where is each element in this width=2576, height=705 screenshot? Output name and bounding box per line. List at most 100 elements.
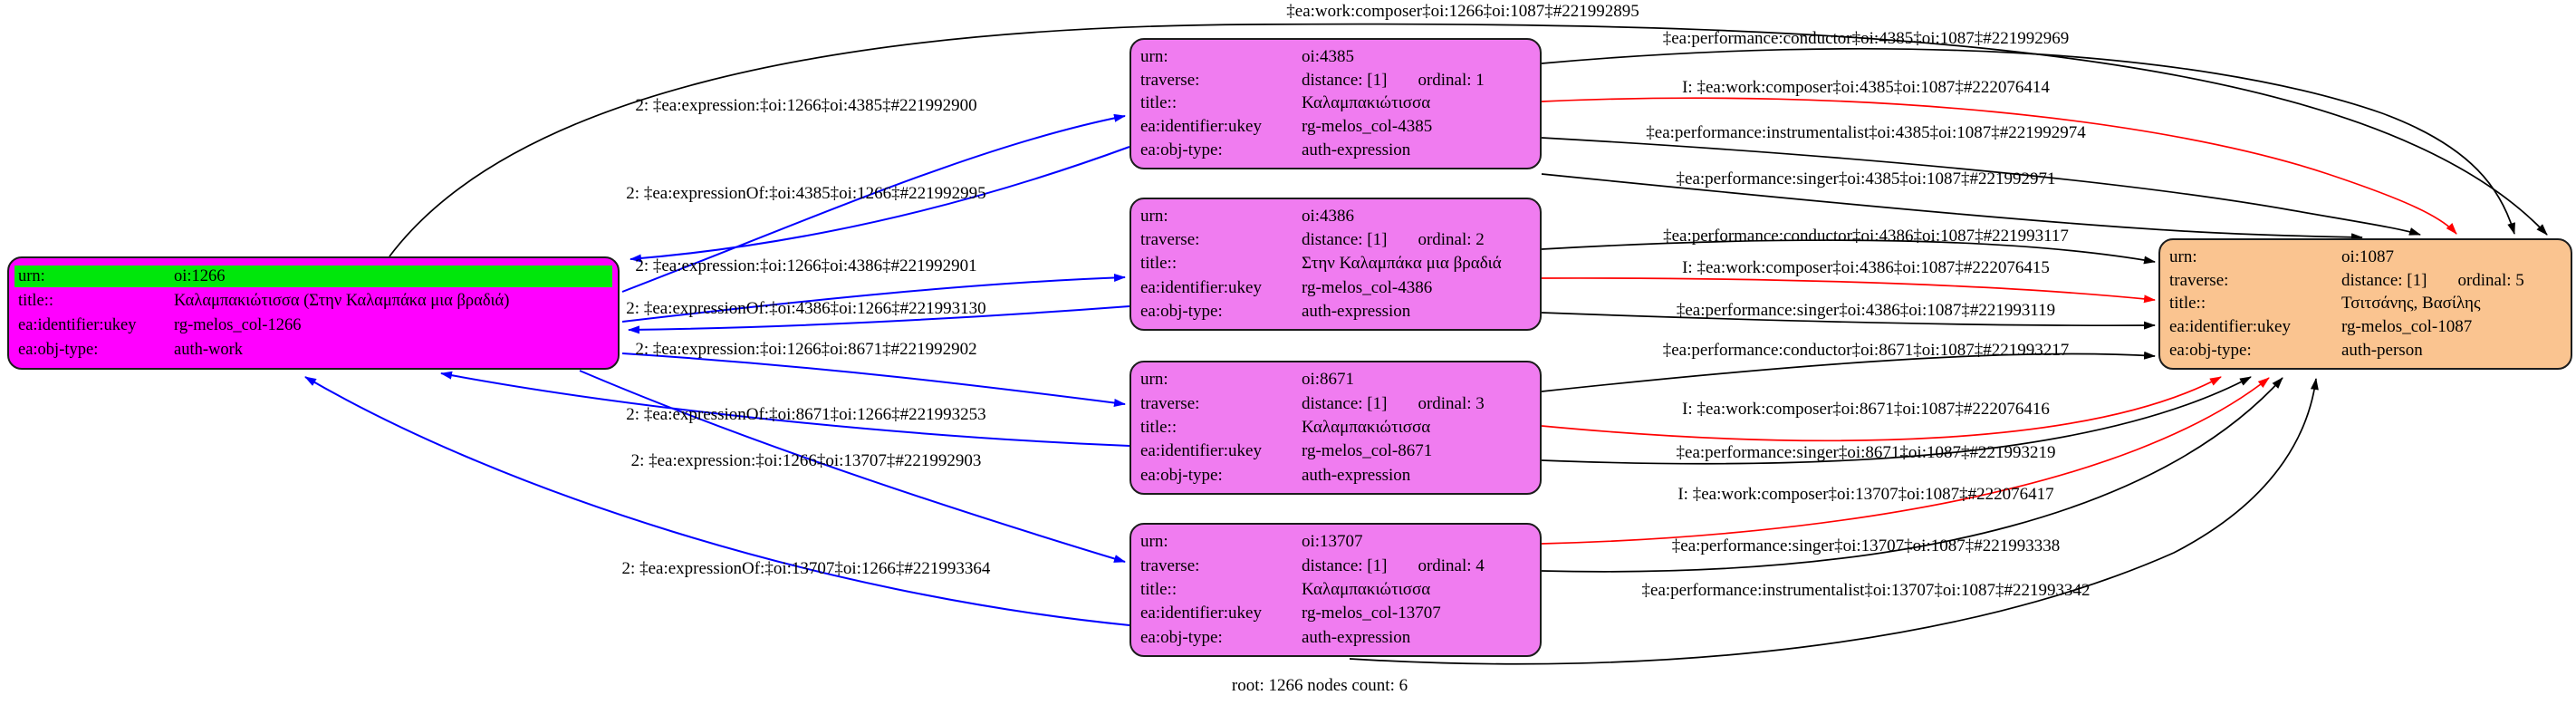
node-expression-13707[interactable]: urn: oi:13707 traverse: distance: [1] or…	[1129, 523, 1542, 657]
edge-performance-conductor-4385-1087	[1541, 47, 2515, 235]
edge-performance-singer-8671-1087	[1541, 376, 2252, 465]
edge-label-singer-4385: ‡ea:performance:singer‡oi:4385‡oi:1087‡#…	[1676, 169, 2056, 188]
edge-label-singer-4386: ‡ea:performance:singer‡oi:4386‡oi:1087‡#…	[1676, 301, 2056, 320]
edge-label-composer-8671: I: ‡ea:work:composer‡oi:8671‡oi:1087‡#22…	[1682, 400, 2050, 419]
edge-label-singer-13707: ‡ea:performance:singer‡oi:13707‡oi:1087‡…	[1671, 536, 2061, 555]
field-key: urn:	[1140, 46, 1168, 66]
field-key: ea:identifier:ukey	[2169, 317, 2291, 337]
field-value: rg-melos_col-8671	[1302, 441, 1433, 461]
field-value: rg-melos_col-1266	[174, 316, 302, 334]
edge-label-work-composer-1266: ‡ea:work:composer‡oi:1266‡oi:1087‡#22199…	[1286, 2, 1639, 21]
traverse-ordinal: ordinal: 4	[1418, 555, 1485, 575]
node-expression-4385[interactable]: urn: oi:4385 traverse: distance: [1] ord…	[1129, 38, 1542, 169]
field-key: ea:obj-type:	[1140, 627, 1223, 647]
field-key: ea:obj-type:	[1140, 465, 1223, 485]
edge-performance-singer-4386-1087	[1541, 312, 2156, 330]
field-key: ea:obj-type:	[1140, 140, 1223, 160]
field-key: urn:	[2169, 246, 2197, 266]
field-key: ea:obj-type:	[18, 341, 99, 359]
edge-inferred-work-composer-13707-1087	[1541, 377, 2270, 545]
edge-expression-1266-8671	[621, 352, 1126, 407]
field-key: urn:	[18, 267, 45, 285]
node-row-urn: urn: oi:4386	[1140, 206, 1531, 227]
field-value: auth-expression	[1302, 140, 1411, 160]
edge-performance-conductor-8671-1087	[1541, 351, 2156, 392]
field-value: Καλαμπακιώτισσα	[1302, 579, 1431, 599]
field-key: traverse:	[1140, 70, 1200, 90]
traverse-distance: distance: [1]	[2341, 270, 2427, 290]
node-row-traverse: traverse: distance: [1] ordinal: 4	[1140, 555, 1531, 577]
field-value: auth-expression	[1302, 465, 1411, 485]
node-row-urn: urn: oi:1087	[2169, 246, 2562, 268]
traverse-distance: distance: [1]	[1302, 393, 1388, 413]
field-value: oi:1266	[174, 267, 226, 285]
node-row-objtype: ea:obj-type: auth-expression	[1140, 627, 1531, 649]
edge-label-composer-4385: I: ‡ea:work:composer‡oi:4385‡oi:1087‡#22…	[1682, 78, 2050, 97]
field-value: Καλαμπακιώτισσα (Στην Καλαμπάκα μια βραδ…	[174, 292, 510, 310]
node-row-urn: urn: oi:13707	[1140, 531, 1531, 553]
edge-label-instrumentalist-4385: ‡ea:performance:instrumentalist‡oi:4385‡…	[1646, 123, 2086, 142]
field-value: distance: [1] ordinal: 5	[2341, 270, 2524, 292]
traverse-ordinal: ordinal: 5	[2457, 270, 2524, 290]
field-value: Τσιτσάνης, Βασίλης	[2341, 294, 2481, 314]
edge-expression-1266-4386	[621, 273, 1126, 323]
node-expression-4386[interactable]: urn: oi:4386 traverse: distance: [1] ord…	[1129, 198, 1542, 331]
field-value: Καλαμπακιώτισσα	[1302, 417, 1431, 437]
edge-label-conductor-4386: ‡ea:performance:conductor‡oi:4386‡oi:108…	[1663, 227, 2069, 246]
field-key: traverse:	[1140, 230, 1200, 250]
field-key: ea:obj-type:	[2169, 341, 2252, 361]
node-row-objtype: ea:obj-type: auth-work	[18, 339, 609, 361]
field-key: urn:	[1140, 370, 1168, 390]
edge-expression-1266-13707	[579, 370, 1126, 563]
node-row-ukey: ea:identifier:ukey rg-melos_col-4385	[1140, 116, 1531, 138]
traverse-distance: distance: [1]	[1302, 555, 1388, 575]
field-value: rg-melos_col-4385	[1302, 117, 1433, 137]
edge-performance-instrumentalist-4385-1087	[1541, 137, 2421, 236]
field-key: traverse:	[1140, 555, 1200, 575]
field-key: title::	[1140, 417, 1177, 437]
edge-label-expression-13707: 2: ‡ea:expression:‡oi:1266‡oi:13707‡#221…	[630, 451, 982, 470]
field-key: title::	[1140, 254, 1177, 274]
field-value: Στην Καλαμπάκα μια βραδιά	[1302, 254, 1502, 274]
field-value: distance: [1] ordinal: 2	[1302, 229, 1485, 251]
node-row-ukey: ea:identifier:ukey rg-melos_col-1087	[2169, 316, 2562, 338]
field-value: auth-expression	[1302, 627, 1411, 647]
edge-label-expressionOf-4386: 2: ‡ea:expressionOf:‡oi:4386‡oi:1266‡#22…	[626, 299, 986, 318]
field-value: distance: [1] ordinal: 4	[1302, 555, 1485, 577]
node-expression-8671[interactable]: urn: oi:8671 traverse: distance: [1] ord…	[1129, 361, 1542, 495]
field-value: auth-work	[174, 341, 244, 359]
node-person-1087[interactable]: urn: oi:1087 traverse: distance: [1] ord…	[2158, 238, 2572, 370]
edge-label-expressionOf-8671: 2: ‡ea:expressionOf:‡oi:8671‡oi:1266‡#22…	[626, 405, 986, 424]
node-row-objtype: ea:obj-type: auth-expression	[1140, 140, 1531, 161]
field-key: ea:obj-type:	[1140, 301, 1223, 321]
edge-performance-singer-4385-1087	[1541, 173, 2363, 242]
graph-footer-label: root: 1266 nodes count: 6	[1231, 676, 1408, 695]
edge-label-conductor-8671: ‡ea:performance:conductor‡oi:8671‡oi:108…	[1662, 341, 2070, 360]
edge-expressionOf-4385-1266	[630, 146, 1130, 263]
node-work-1266[interactable]: urn: oi:1266 title:: Καλαμπακιώτισσα (Στ…	[7, 256, 620, 370]
node-row-traverse: traverse: distance: [1] ordinal: 1	[1140, 70, 1531, 92]
node-row-ukey: ea:identifier:ukey rg-melos_col-8671	[1140, 440, 1531, 462]
edge-expressionOf-13707-1266	[304, 376, 1130, 626]
node-row-title: title:: Καλαμπακιώτισσα (Στην Καλαμπάκα …	[18, 290, 609, 312]
node-row-urn: urn: oi:8671	[1140, 369, 1531, 391]
node-row-title: title:: Τσιτσάνης, Βασίλης	[2169, 293, 2562, 314]
edge-label-expression-8671: 2: ‡ea:expression:‡oi:1266‡oi:8671‡#2219…	[635, 340, 977, 359]
field-key: ea:identifier:ukey	[1140, 441, 1262, 461]
field-key: traverse:	[2169, 270, 2229, 290]
field-key: title::	[1140, 579, 1177, 599]
field-value: oi:4386	[1302, 207, 1355, 227]
edge-label-composer-13707: I: ‡ea:work:composer‡oi:13707‡oi:1087‡#2…	[1677, 485, 2054, 504]
edge-expressionOf-4386-1266	[628, 305, 1130, 334]
edge-label-composer-4386: I: ‡ea:work:composer‡oi:4386‡oi:1087‡#22…	[1682, 258, 2050, 277]
field-value: distance: [1] ordinal: 1	[1302, 70, 1485, 92]
edge-expression-1266-4385	[621, 113, 1126, 293]
field-key: title::	[1140, 93, 1177, 113]
node-row-traverse: traverse: distance: [1] ordinal: 3	[1140, 393, 1531, 415]
node-row-title: title:: Στην Καλαμπάκα μια βραδιά	[1140, 253, 1531, 275]
field-key: urn:	[1140, 532, 1168, 552]
edge-label-expression-4385: 2: ‡ea:expression:‡oi:1266‡oi:4385‡#2219…	[635, 96, 977, 115]
node-row-title: title:: Καλαμπακιώτισσα	[1140, 579, 1531, 601]
